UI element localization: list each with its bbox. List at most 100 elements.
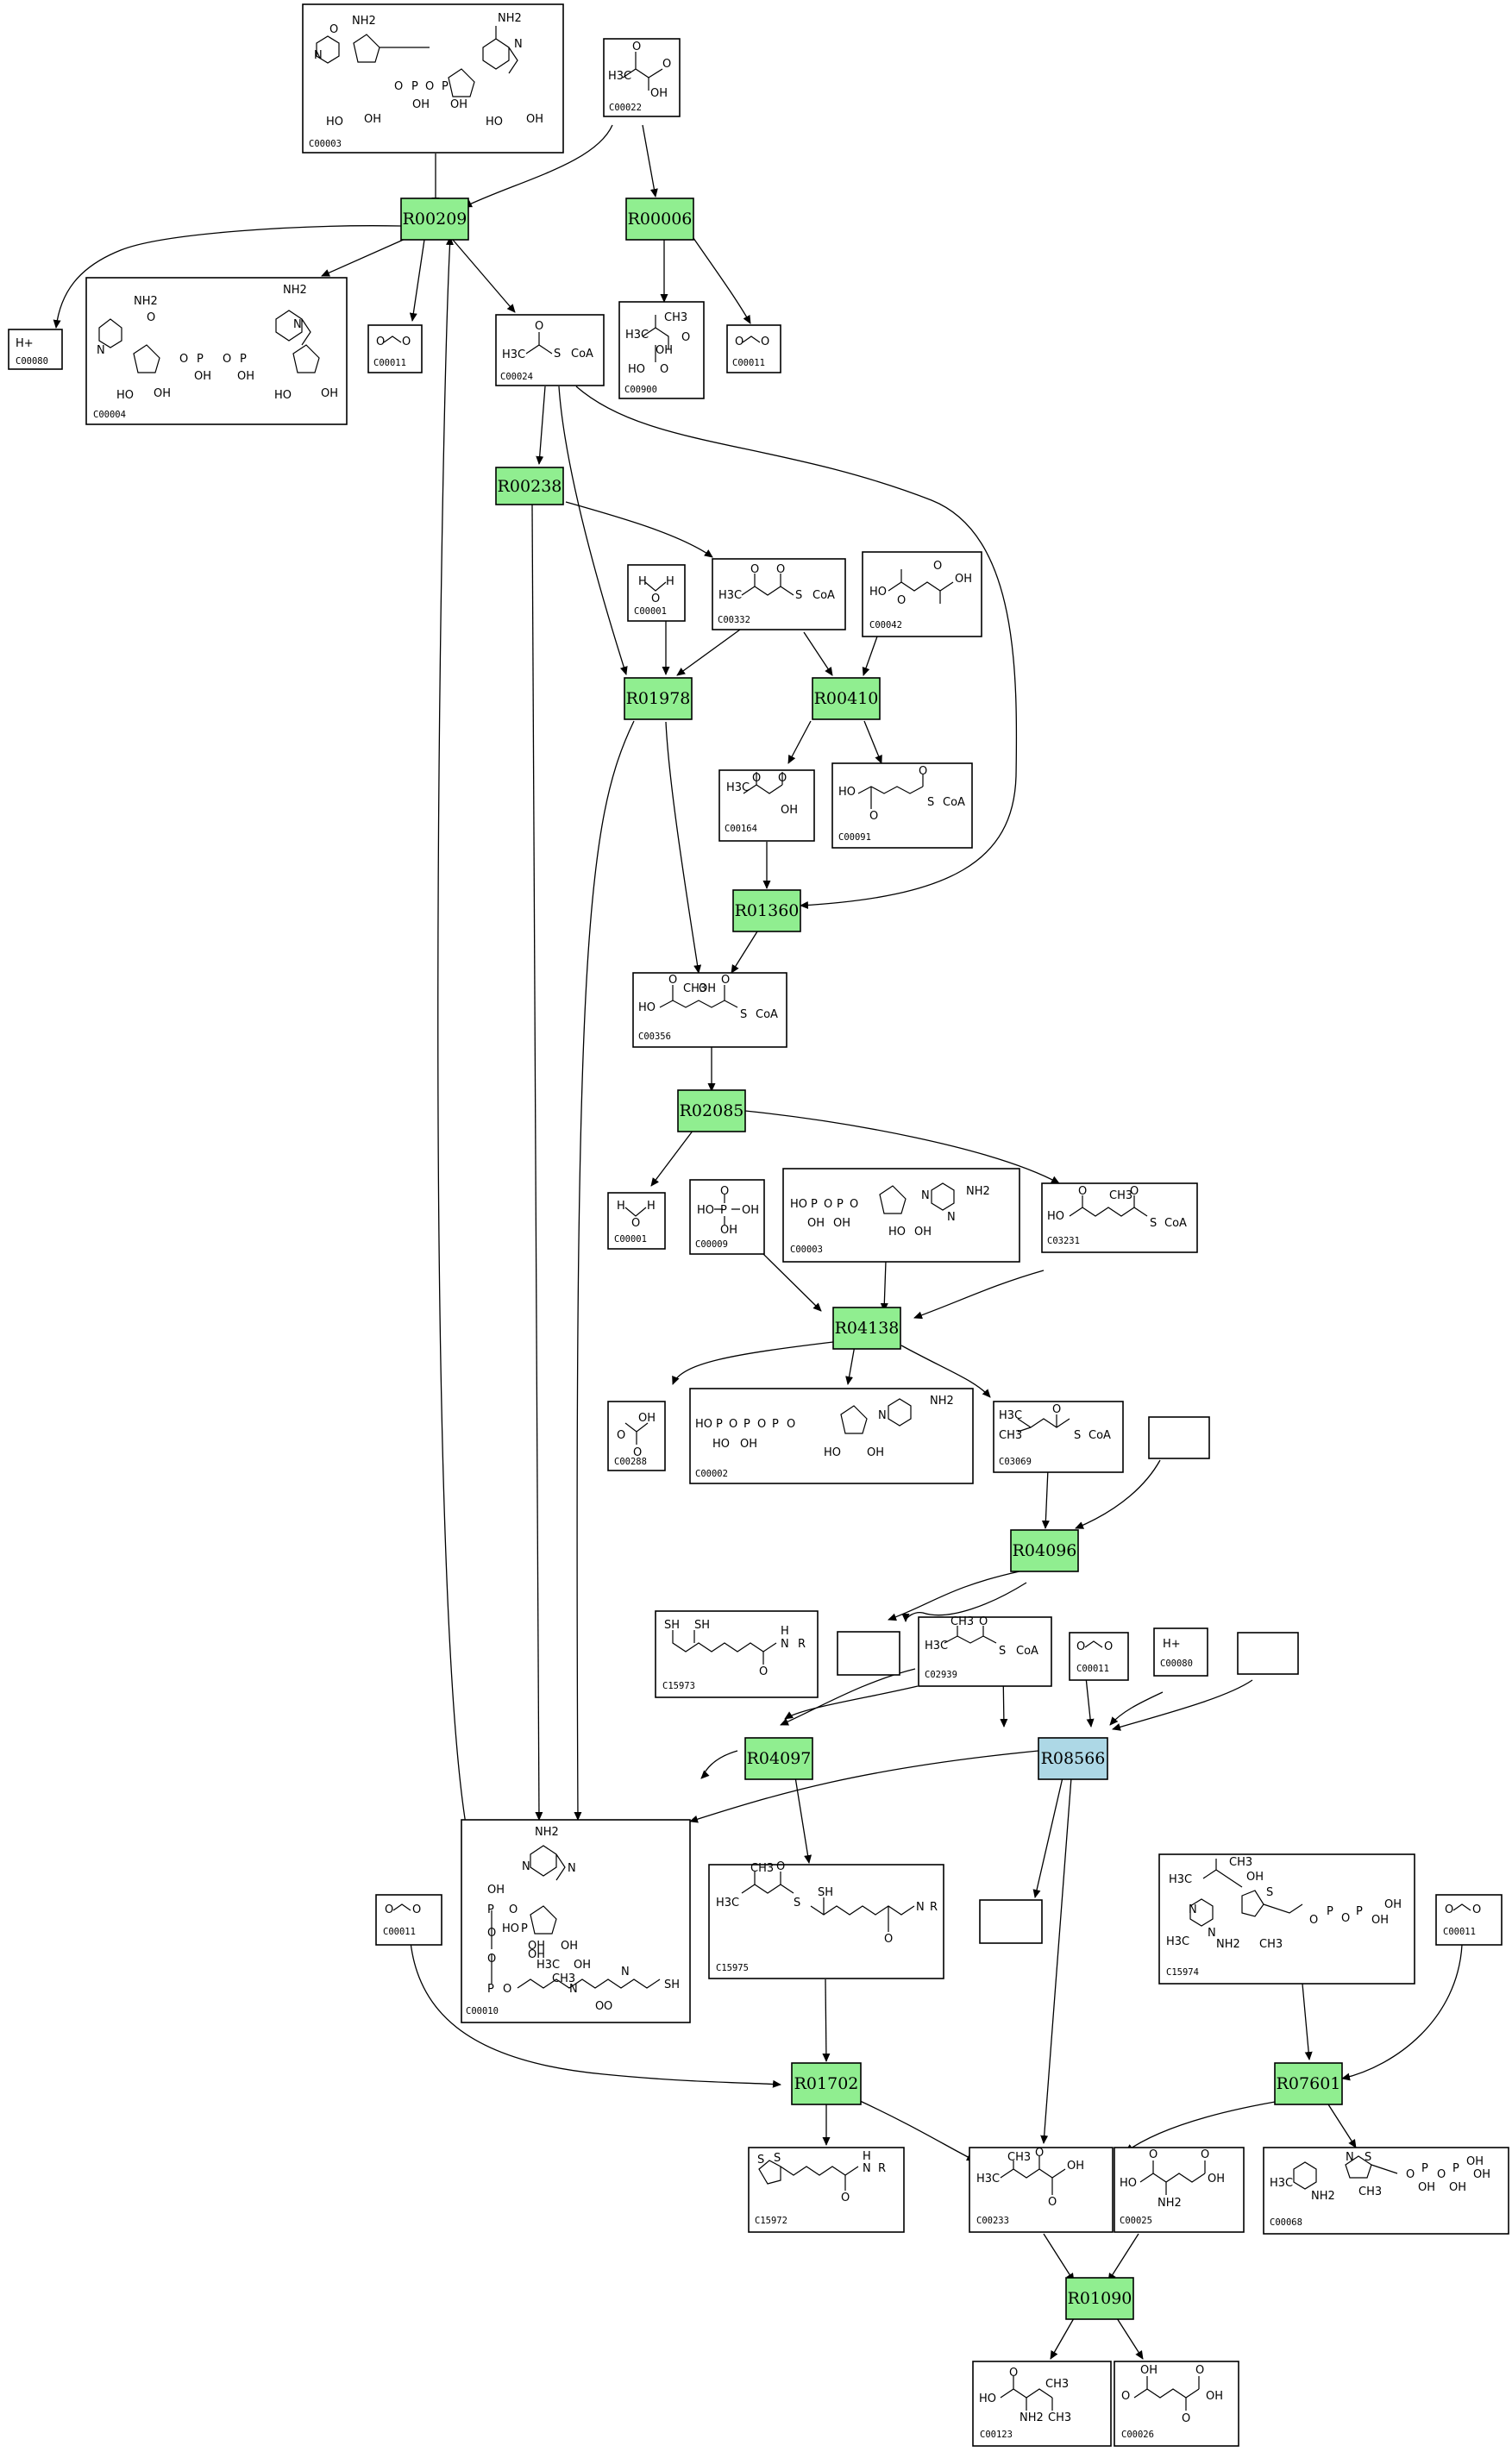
compound-C15972[interactable]: S S O N R H C15972 [748,2147,905,2233]
atom-label: O [841,2192,850,2204]
compound-unlabeled[interactable] [1237,1632,1299,1675]
reaction-R01090[interactable]: R01090 [1065,2277,1134,2320]
atom-label: H3C [716,1897,739,1910]
compound-C00003[interactable]: NH2 NH2 O HO OH OH OH HO OH O P O P N N … [302,3,564,154]
atom-label: O [869,810,878,823]
atom-label: CH3 [950,1615,974,1628]
atom-label: S [774,2152,781,2165]
compound-unlabeled[interactable] [1148,1416,1210,1459]
reaction-R00238[interactable]: R00238 [495,467,564,505]
compound-C00068[interactable]: S N H3C NH2 CH3 O P O P OH OH OH OH C000… [1263,2147,1509,2235]
atom-label: CH3 [1229,1856,1252,1869]
atom-label: SH [694,1619,710,1632]
compound-C00025[interactable]: HO O NH2 O OH C00025 [1114,2147,1245,2233]
compound-C00001[interactable]: H O H C00001 [627,564,686,622]
atom-label: OH [574,1959,591,1972]
atom-label: OH [528,1948,545,1961]
reaction-R00209[interactable]: R00209 [400,198,469,241]
atom-label: O [662,58,671,71]
atom-label: P [1356,1905,1363,1918]
compound-C00900[interactable]: H3C CH3 OH O HO O C00900 [618,301,705,399]
atom-label: OH [1208,2173,1225,2185]
atom-label: P [487,1983,494,1996]
reaction-R01978[interactable]: R01978 [624,677,693,720]
reaction-R07601[interactable]: R07601 [1274,2062,1343,2105]
atom-label: H [666,575,674,588]
compound-C00080[interactable]: H+ C00080 [1153,1627,1208,1677]
compound-C00123[interactable]: HO O NH2 CH3 CH3 C00123 [972,2361,1112,2447]
compound-C00011[interactable]: O O C00011 [367,324,423,373]
compound-C00332[interactable]: H3C O O S CoA C00332 [712,558,846,630]
reaction-R00410[interactable]: R00410 [812,677,881,720]
compound-C00080[interactable]: H+ C00080 [8,329,63,370]
reaction-R04138[interactable]: R04138 [832,1307,901,1350]
atom-label: S [999,1645,1006,1658]
atom-label: O [223,353,231,366]
compound-id: C00042 [869,620,902,630]
compound-id: C00024 [500,372,533,382]
reaction-label: R04097 [747,1749,812,1768]
compound-unlabeled[interactable] [837,1631,900,1676]
compound-C00024[interactable]: H3C O S CoA C00024 [495,314,605,386]
reaction-R01360[interactable]: R01360 [732,889,801,932]
reaction-R04096[interactable]: R04096 [1010,1529,1079,1572]
atom-label: P [442,80,449,93]
compound-C02939[interactable]: CH3 H3C O S CoA C02939 [918,1615,1052,1687]
reaction-R02085[interactable]: R02085 [677,1089,746,1132]
atom-label: CH3 [1007,2151,1031,2164]
reaction-R00006[interactable]: R00006 [625,198,694,241]
compound-C00011[interactable]: O O C00011 [375,1894,442,1946]
compound-C00004[interactable]: NH2 NH2 O OH OH HO OH HO OH O O P P N N … [85,277,348,425]
compound-C00010[interactable]: NH2 N N OH O P O HO P OH O P O H3C CH3 O… [461,1819,691,2023]
atom-label: OH [638,1412,656,1425]
compound-C00011[interactable]: O O C00011 [726,324,781,373]
compound-C00233[interactable]: CH3 H3C O OH O C00233 [969,2147,1114,2233]
atom-label: N [514,38,523,51]
atom-label: OH [650,87,668,100]
compound-C00042[interactable]: HO O O OH C00042 [862,551,982,637]
compound-id: C02939 [925,1670,957,1680]
atom-label: O [487,1953,496,1966]
compound-C00003[interactable]: HO P O P O OH OH HO OH N N NH2 C00003 [782,1168,1020,1263]
atom-label: OH [699,982,716,995]
compound-C00011[interactable]: O O C00011 [1435,1894,1503,1946]
atom-label: CH3 [1358,2185,1382,2198]
compound-C15975[interactable]: CH3 H3C O S SH O N R C15975 [708,1860,944,1979]
compound-id: C00068 [1270,2217,1302,2228]
reaction-R04097[interactable]: R04097 [744,1737,813,1780]
compound-C00026[interactable]: OH O O O OH C00026 [1114,2361,1239,2447]
compound-id: C03069 [999,1457,1032,1467]
atom-label: O [1130,1185,1139,1198]
compound-C15974[interactable]: H3C CH3 OH S O P O P OH OH N N H3C NH2 C… [1158,1853,1415,1985]
atom-label: O [147,311,155,324]
reaction-R01702[interactable]: R01702 [791,2062,862,2105]
atom-label: O [1052,1403,1061,1416]
atom-label: OH [1466,2155,1484,2168]
atom-label: O [721,974,730,987]
atom-label: O [776,1860,785,1873]
compound-C00002[interactable]: HO P O P O P O HO OH HO OH N NH2 C00002 [689,1388,974,1484]
atom-label: P [811,1198,818,1211]
atom-label: P [772,1418,779,1431]
atom-label: OH [364,113,381,126]
compound-C00009[interactable]: HO O P OH OH C00009 [689,1179,765,1255]
compound-unlabeled[interactable] [979,1899,1043,1944]
atom-label: OH [720,1224,737,1237]
compound-C03069[interactable]: H3C CH3 O S CoA C03069 [993,1401,1124,1473]
compound-C00091[interactable]: HO O O S CoA C00091 [831,762,973,849]
compound-C15973[interactable]: SH SH O N R H C15973 [655,1610,819,1698]
compound-C00001[interactable]: H O H C00001 [607,1192,666,1250]
atom-label: O [750,563,759,576]
reaction-R08566[interactable]: R08566 [1038,1737,1108,1780]
compound-C03231[interactable]: HO O CH3 O S CoA C03231 [1041,1182,1198,1253]
atom-label: NH2 [1216,1938,1240,1951]
atom-label: OH [867,1446,884,1459]
compound-C00356[interactable]: HO O CH3 OH O S CoA C00356 [632,972,787,1048]
atom-label: CH3 [552,1972,575,1985]
compound-C00288[interactable]: OH O O C00288 [607,1401,666,1471]
compound-C00164[interactable]: H3C O O OH C00164 [718,769,815,842]
atom-label: O [385,1903,393,1916]
compound-C00022[interactable]: H3C O OH O C00022 [603,38,681,117]
compound-C00011[interactable]: O O C00011 [1069,1632,1129,1681]
atom-label: O [1201,2148,1209,2161]
